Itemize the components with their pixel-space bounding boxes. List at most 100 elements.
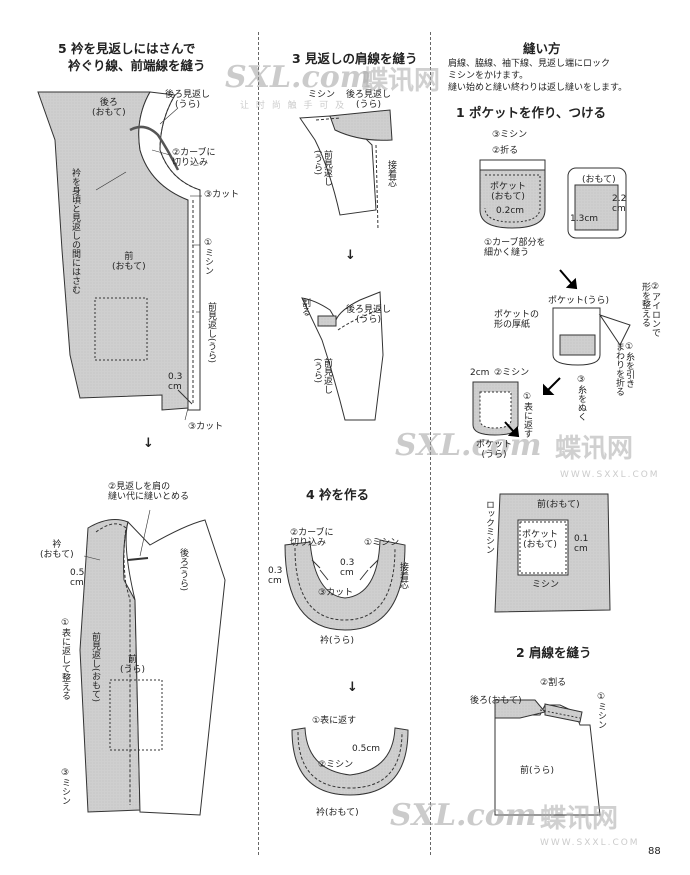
pocket-fig4	[494, 493, 611, 613]
sec5-dim-label: 0.3 cm	[168, 372, 183, 392]
shoulder-front-label: 前(うら)	[520, 766, 555, 776]
pocket-fig1	[479, 159, 627, 239]
sec5-step3-cut-label: ③カット	[204, 190, 240, 200]
sec3-fig1-facing	[299, 109, 393, 231]
sec5-step2-curve-label: ②カーブに 切り込み	[172, 148, 216, 168]
shoulder-back-label: 後ろ(おもて)	[470, 696, 522, 706]
sec4-fig1-step3-label: ③カット	[318, 588, 354, 598]
watermark-cn-2: 蝶讯网	[555, 434, 634, 464]
pocket3-step2-label: ②ミシン	[494, 368, 530, 378]
sec3-title: 3 見返しの肩線を縫う	[292, 51, 418, 66]
sec5-title-line1: 5 衿を見返しにはさんで	[58, 41, 196, 56]
pocket1-dim-label: 0.2cm	[496, 206, 525, 216]
sec4-down-arrow: ↓	[347, 680, 358, 695]
pocket1-pocket-label: ポケット (おもて)	[490, 182, 527, 202]
sec5-title-line2: 衿ぐり線、前端線を縫う	[68, 58, 206, 73]
pocket-step-title: 1 ポケットを作り、つける	[456, 105, 607, 120]
sec4-fig1-dim-left: 0.3 cm	[268, 566, 283, 586]
pocket1-dim-a-label: 2.2 cm	[612, 194, 627, 214]
sec5-back-label: 後ろ (おもて)	[92, 98, 126, 118]
sec5-fig2-step2-label: ②見返しを肩の 縫い代に縫いとめる	[108, 482, 190, 502]
sec5-fig2-back-label: 後ろ(うら)	[178, 548, 188, 592]
sec4-fig1-collar-label: 衿(うら)	[320, 636, 355, 646]
sec5-down-arrow: ↓	[143, 436, 154, 451]
sec5-fig2-front-label: 前 (うら)	[120, 655, 146, 675]
pocket4-machine-label: ミシン	[532, 580, 560, 590]
pocket1-dim-b-label: 1.3cm	[570, 214, 599, 224]
sec5-step3-cut-bottom-label: ③カット	[188, 422, 224, 432]
sec4-fig2-step2-label: ②ミシン	[318, 760, 354, 770]
sec5-fig2-collar-label: 衿 (おもて)	[40, 540, 74, 560]
watermark-url: WWW.SXXL.COM	[560, 470, 660, 480]
sec3-fig1-back-facing-label: 後ろ見返し (うら)	[346, 90, 392, 110]
pocket-fig2	[552, 307, 631, 366]
sec4-title: 4 衿を作る	[306, 487, 370, 502]
step-arrow-down-right-2	[504, 421, 520, 438]
pocket4-dim-label: 0.1 cm	[574, 534, 589, 554]
sec5-front-facing-label: 前見返し(うら)	[206, 302, 216, 364]
sec5-back-facing-label: 後ろ見返し (うら)	[165, 90, 211, 110]
shoulder-split-label: ②割る	[540, 678, 567, 688]
pocket2-step2-label: ②アイロンで 形を整える	[640, 282, 660, 337]
sec5-fig2-step3-label: ③ミシン	[60, 768, 70, 805]
page-number: 88	[648, 846, 661, 857]
pocket2-template-label: ポケットの 形の厚紙	[494, 310, 540, 330]
pocket1-omote-label: (おもて)	[582, 175, 616, 185]
sec4-fig2-collar	[291, 727, 409, 796]
sec5-fig2-dim-label: 0.5 cm	[70, 568, 85, 588]
shoulder-step-title: 2 肩線を縫う	[516, 645, 592, 660]
watermark-brand-3: SXL.com	[390, 798, 537, 833]
sewing-intro: 肩線、脇線、袖下線、見返し端にロック ミシンをかけます。 縫い始めと縫い終わりは…	[448, 59, 628, 93]
pocket3-dim-label: 2cm	[470, 368, 490, 378]
pocket1-step2-label: ②折る	[492, 146, 519, 156]
sec5-fig2-step1-label: ①表に返して整える	[60, 618, 70, 700]
pocket1-step1-label: ①カーブ部分を 細かく縫う	[484, 238, 546, 258]
pocket2-step3-label: ③糸をぬく	[576, 375, 586, 421]
sec4-fig2-dim-label: 0.5cm	[352, 744, 381, 754]
step-arrow-down-right	[559, 269, 578, 290]
sec4-fig1-collar	[284, 539, 406, 631]
sec3-fig2-facing	[301, 291, 384, 421]
sec5-front-label: 前 (おもて)	[112, 252, 146, 272]
sec3-fig1-machine-label: ミシン	[308, 90, 336, 100]
shoulder-step1-label: ①ミシン	[596, 692, 606, 729]
watermark-url-2: WWW.SXXL.COM	[540, 838, 640, 848]
watermark-cn: 蝶讯网	[362, 66, 441, 96]
pocket-fig3	[472, 381, 519, 436]
pocket2-step1-label: ①糸を引き まわりを折る	[614, 342, 634, 396]
sec5-fig2-garment	[79, 519, 226, 816]
sec5-fig1-garment	[37, 91, 201, 411]
sec5-fig1-leaders	[95, 107, 202, 421]
pocket4-pocket-label: ポケット (おもて)	[522, 530, 559, 550]
sec4-fig2-collar-label: 衿(おもて)	[316, 808, 359, 818]
sec4-fig1-step2-label: ②カーブに 切り込み	[290, 528, 334, 548]
sec5-fig2-leaders	[83, 509, 151, 561]
shoulder-fig	[494, 699, 601, 816]
pocket4-overlock-label: ロックミシン	[484, 500, 494, 554]
pocket2-pocket-ura-label: ポケット(うら)	[548, 296, 610, 306]
column-separator-2	[430, 32, 431, 855]
watermark-brand-2: SXL.com	[395, 428, 542, 463]
sec4-fig2-step1-label: ①表に返す	[312, 716, 357, 726]
watermark-sub: 让 时 尚 触 手 可 及	[240, 101, 347, 111]
pocket4-front-label: 前(おもて)	[537, 500, 580, 510]
pocket1-step3-label: ③ミシン	[492, 130, 528, 140]
sec4-fig1-dim-mid: 0.3 cm	[340, 558, 355, 578]
sec3-fig1-front-facing-label: 前見返し (うら)	[312, 150, 332, 186]
sec3-fig2-front-facing-label: 前見返し (うら)	[312, 358, 332, 394]
sec5-fig2-front-facing-label: 前見返し(おもて)	[90, 632, 100, 703]
sec4-fig1-step1-label: ①ミシン	[364, 538, 400, 548]
sec3-fig2-back-facing-label: 後ろ見返し (うら)	[346, 305, 392, 325]
pocket3-pocket-ura-label: ポケット (うら)	[476, 440, 513, 460]
watermark-brand: SXL.com	[225, 60, 372, 95]
sec3-down-arrow: ↓	[345, 248, 356, 263]
sec3-fig2-split-label: 割る	[300, 298, 310, 316]
sewing-title: 縫い方	[523, 41, 561, 56]
pocket3-step1-label: ①表に返す	[522, 392, 532, 438]
sec5-collar-sandwich-label: 衿を身頃と見返しの間にはさむ	[70, 168, 80, 294]
step-arrow-down-left	[543, 377, 561, 395]
sec3-fig1-interfacing-label: 接着芯	[386, 160, 396, 187]
sec4-fig1-interfacing-label: 接着芯	[398, 562, 408, 589]
sec5-step1-machine-label: ①ミシン	[203, 238, 213, 275]
